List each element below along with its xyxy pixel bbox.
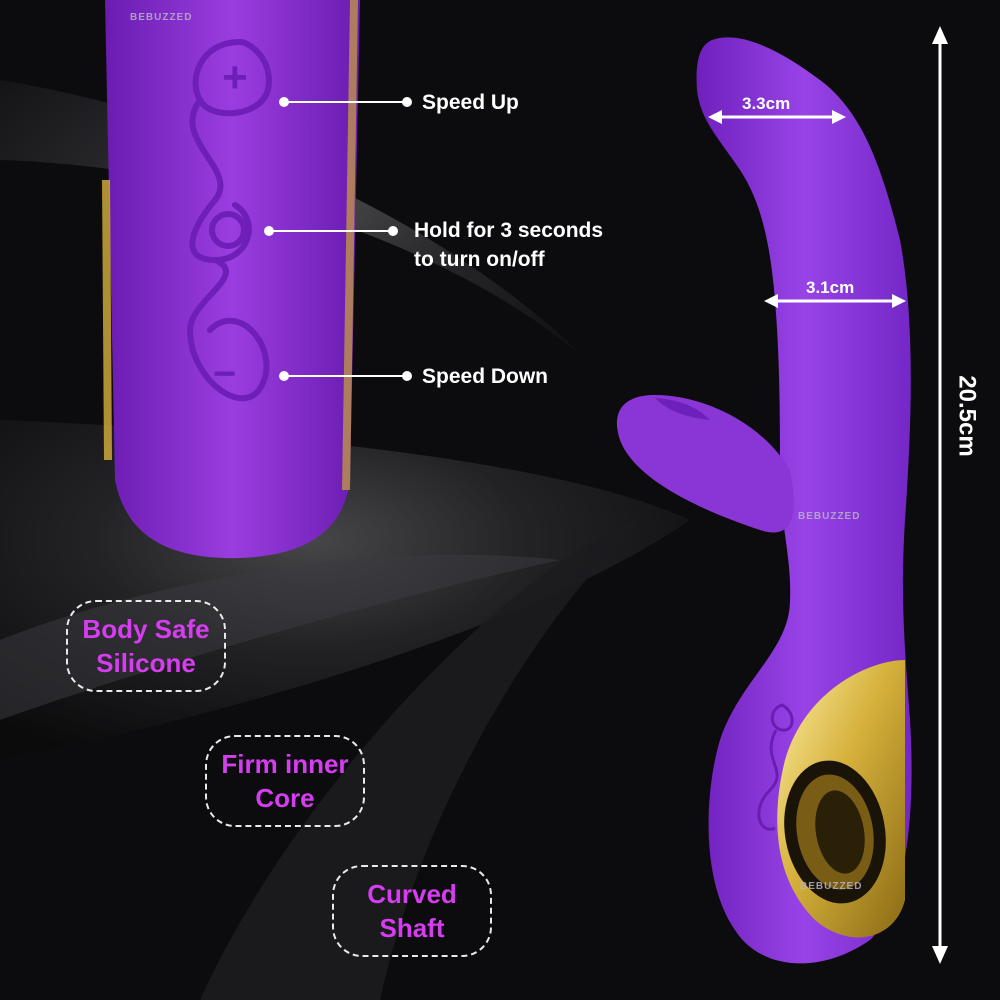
speed-up-label: Speed Up	[422, 91, 519, 114]
feature-line1: Body Safe	[82, 614, 210, 644]
head-width-arrow	[708, 110, 846, 124]
watermark: BEBUZZED	[798, 511, 861, 522]
shaft-width-arrow	[764, 294, 906, 308]
minus-icon: −	[213, 352, 237, 396]
feature-line1: Firm inner	[221, 749, 349, 779]
feature-badge-shaft: Curved Shaft	[332, 865, 492, 957]
watermark: BEBUZZED	[130, 12, 193, 23]
feature-badge-core: Firm inner Core	[205, 735, 365, 827]
callout-line	[269, 230, 393, 232]
head-width-label: 3.3cm	[742, 94, 791, 113]
length-arrow	[932, 26, 948, 964]
power-hold-line2: to turn on/off	[414, 248, 545, 271]
length-label: 20.5cm	[953, 375, 981, 457]
callout-dot	[402, 97, 412, 107]
feature-line2: Shaft	[379, 913, 445, 943]
power-hold-label: Hold for 3 seconds to turn on/off	[414, 216, 603, 274]
callout-dot	[388, 226, 398, 236]
shaft-width-label: 3.1cm	[806, 278, 855, 297]
feature-line1: Curved	[367, 879, 457, 909]
plus-icon: +	[222, 53, 248, 102]
feature-badge-silicone: Body Safe Silicone	[66, 600, 226, 692]
power-hold-line1: Hold for 3 seconds	[414, 219, 604, 242]
callout-line	[284, 375, 406, 377]
watermark: BEBUZZED	[800, 881, 863, 892]
callout-dot	[402, 371, 412, 381]
feature-line2: Core	[255, 783, 315, 813]
feature-line2: Silicone	[96, 648, 196, 678]
speed-down-label: Speed Down	[422, 365, 549, 388]
callout-line	[284, 101, 406, 103]
